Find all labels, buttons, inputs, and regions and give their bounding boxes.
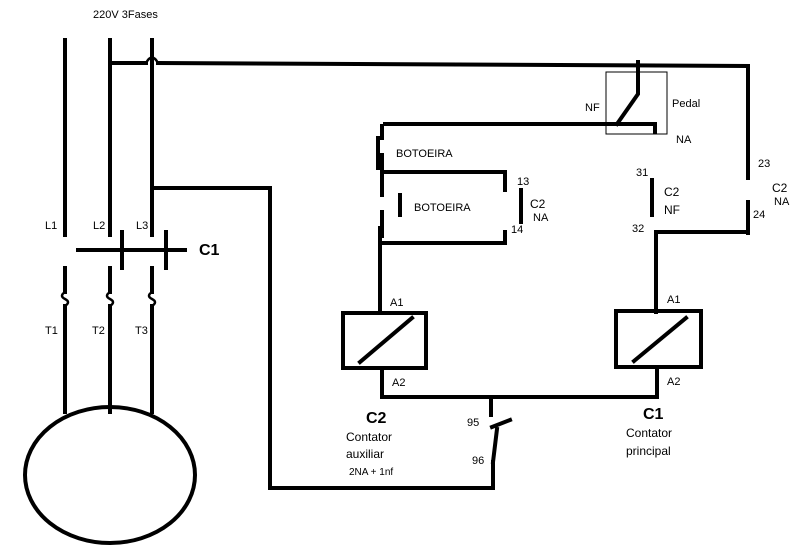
c1-coil-a1: A1 [667,294,680,306]
botoeira-nf-wires [380,122,657,174]
label-t1: T1 [45,325,58,337]
overload-heater-t1 [60,290,70,308]
pedal-switch [614,60,657,134]
supply-title: 220V 3Fases [93,9,158,21]
pedal-na: NA [676,134,692,146]
c2-coil-name: C2 [366,410,387,427]
coil-common-wire [380,366,659,399]
c2-na-name: C2 [530,197,546,211]
c2-nf-type: NF [664,203,680,217]
control-supply-wire [155,60,750,177]
c2-nf-32: 32 [632,223,644,235]
c2-nf-name: C2 [664,185,680,199]
botoeira-bottom-label: BOTOEIRA [414,202,471,214]
label-t3: T3 [135,325,148,337]
label-t2: T2 [92,325,105,337]
c1-coil-a2: A2 [667,376,680,388]
c1-coil [614,309,703,369]
c1-main-label: C1 [199,242,220,259]
c2-coil [341,311,428,370]
pedal-label: Pedal [672,98,700,110]
pedal-nf: NF [585,102,600,114]
c2-coil-desc3: 2NA + 1nf [349,467,393,478]
c1-coil-desc1: Contator [626,426,672,440]
c1-coil-name: C1 [643,406,664,423]
c2-na-type: NA [533,212,549,224]
overload-heater-t2 [105,290,115,308]
c2-coil-a1: A1 [390,297,403,309]
label-l3: L3 [136,220,148,232]
c2-na-right-name: C2 [772,181,788,195]
overload-95: 95 [467,417,479,429]
control-return-wire [150,186,495,490]
c2-nf-31: 31 [636,167,648,179]
c2-coil-slash [357,315,415,365]
overload-96: 96 [472,455,484,467]
c2-coil-desc1: Contator [346,430,392,444]
c1-coil-desc2: principal [626,444,671,458]
c2-na-right-24: 24 [753,209,765,221]
label-l1: L1 [45,220,57,232]
c2-coil-a2: A2 [392,377,405,389]
overload-contact [489,395,513,465]
label-l2: L2 [93,220,105,232]
c2-na-right-type: NA [774,196,790,208]
overload-heater-t3 [147,290,157,308]
motor-circle [23,405,197,545]
c2-na-14: 14 [511,224,523,236]
c1-branch-wire [654,230,747,314]
c1-coil-slash [631,315,689,364]
botoeira-top-label: BOTOEIRA [396,148,453,160]
c2-na-right-23: 23 [758,158,770,170]
c2-coil-desc2: auxiliar [346,447,384,461]
c2-na-13: 13 [517,176,529,188]
